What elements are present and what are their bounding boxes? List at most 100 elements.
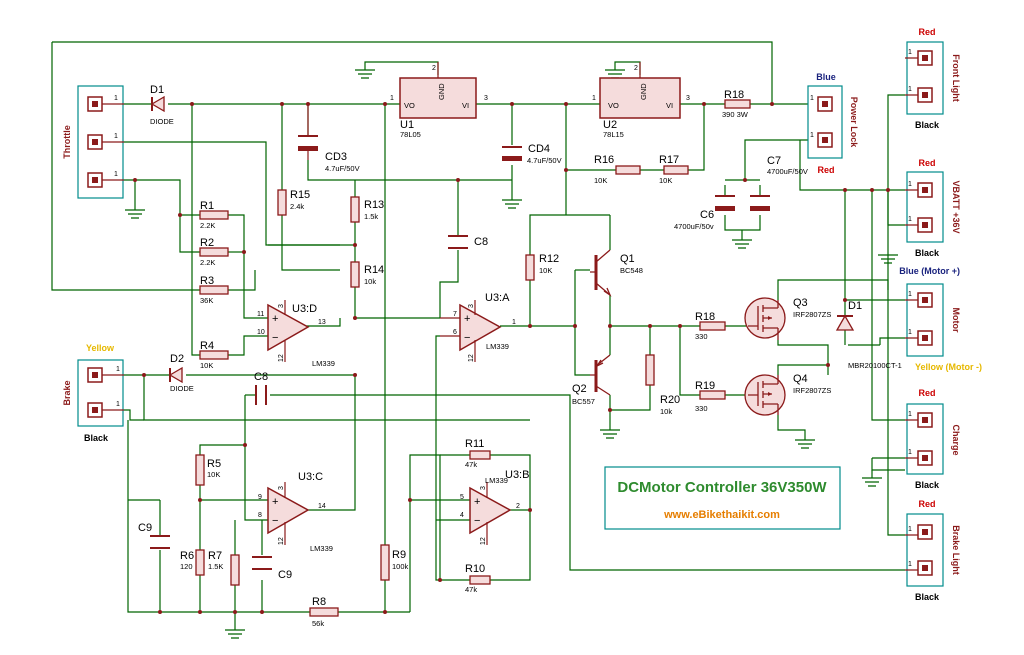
resistor-r7[interactable]	[230, 554, 240, 586]
pin-number: 1	[908, 561, 912, 568]
svg-text:4: 4	[460, 512, 464, 519]
svg-text:7: 7	[453, 311, 457, 318]
svg-text:330: 330	[695, 404, 708, 413]
opamp-u3c[interactable]: + − 9 8 14 3 12 U3:C LM339	[258, 471, 333, 553]
opamp-u3d[interactable]: + − 11 10 13 3 12 U3:D LM339	[257, 300, 335, 368]
resistor-r13[interactable]	[350, 196, 360, 223]
svg-text:GND: GND	[437, 83, 446, 100]
resistor-r6[interactable]	[195, 549, 205, 576]
capacitor-c9-left[interactable]	[150, 535, 170, 549]
svg-text:−: −	[464, 332, 470, 344]
svg-text:GND: GND	[639, 83, 648, 100]
resistor-r20[interactable]	[645, 354, 655, 386]
svg-text:120: 120	[180, 562, 193, 571]
resistor-r19[interactable]	[699, 390, 726, 400]
ground-icon	[600, 429, 620, 439]
svg-text:R15: R15	[290, 189, 310, 201]
connector-label: Brake	[62, 380, 72, 405]
svg-text:10K: 10K	[539, 266, 552, 275]
svg-text:−: −	[272, 515, 278, 527]
resistor-r11[interactable]	[469, 450, 491, 460]
diode-d1-left[interactable]: D1 DIODE	[150, 84, 174, 126]
connector-power-lock[interactable]: 1 1 Blue Red Power Lock	[807, 72, 859, 175]
svg-text:36K: 36K	[200, 296, 213, 305]
svg-text:C8: C8	[254, 371, 268, 383]
connector-vbatt[interactable]: 1 1 Red Black VBATT +36V	[905, 158, 961, 258]
diode-d2[interactable]: D2 DIODE	[168, 353, 194, 393]
wire-color-label: Black	[84, 433, 109, 443]
svg-text:2.2K: 2.2K	[200, 258, 215, 267]
capacitor-c8-bottom[interactable]	[255, 385, 267, 405]
svg-text:47k: 47k	[465, 585, 477, 594]
svg-text:Q1: Q1	[620, 253, 635, 265]
resistor-r5[interactable]	[195, 454, 205, 486]
resistor-r9[interactable]	[380, 544, 390, 581]
capacitor-c9-right[interactable]	[252, 556, 272, 570]
svg-text:11: 11	[257, 311, 264, 318]
diode-d1-right[interactable]: D1 MBR20100CT-1	[835, 300, 902, 370]
transistor-q3[interactable]: Q3 IRF2807ZS	[744, 297, 831, 340]
svg-text:12: 12	[468, 354, 475, 362]
svg-text:R6: R6	[180, 550, 194, 562]
svg-text:BC548: BC548	[620, 266, 643, 275]
resistor-r18-power[interactable]	[724, 99, 751, 109]
resistor-r12[interactable]	[525, 254, 535, 281]
connector-motor[interactable]: 1 1 Blue (Motor +) Yellow (Motor -) Moto…	[899, 266, 982, 372]
svg-text:10K: 10K	[207, 470, 220, 479]
resistor-r3[interactable]	[199, 285, 229, 295]
resistor-r2[interactable]	[199, 247, 229, 257]
resistor-r10[interactable]	[469, 575, 491, 585]
resistor-r17[interactable]	[663, 165, 689, 175]
resistor-r16[interactable]	[615, 165, 641, 175]
svg-text:VI: VI	[666, 101, 673, 110]
svg-text:56k: 56k	[312, 619, 324, 628]
svg-text:3: 3	[468, 304, 475, 308]
svg-text:R19: R19	[695, 380, 715, 392]
resistor-r14[interactable]	[350, 261, 360, 288]
pin-number: 1	[116, 366, 120, 373]
capacitor-cd3[interactable]	[298, 104, 318, 160]
transistor-q4[interactable]: Q4 IRF2807ZS	[744, 373, 831, 416]
connector-brake-light[interactable]: 1 1 Red Black Brake Light	[905, 499, 961, 602]
svg-text:DIODE: DIODE	[170, 384, 194, 393]
resistor-r4[interactable]	[199, 350, 229, 360]
connector-charge[interactable]: 1 1 Red Black Charge	[905, 388, 961, 490]
opamp-u3b[interactable]: + − 5 4 2 3 12 U3:B LM339	[460, 469, 529, 545]
connector-label: Front Light	[951, 54, 961, 101]
svg-text:2: 2	[516, 503, 520, 510]
opamp-u3a[interactable]: + − 7 6 1 3 12 U3:A LM339	[440, 292, 516, 362]
connector-throttle[interactable]: 1 1 1 Throttle	[62, 85, 124, 199]
svg-text:1: 1	[390, 95, 394, 102]
svg-text:VO: VO	[404, 101, 415, 110]
wire-color-label: Yellow (Motor -)	[915, 362, 982, 372]
wire-color-label: Red	[918, 499, 935, 509]
capacitor-c6[interactable]	[715, 195, 735, 211]
resistor-r15[interactable]	[277, 189, 287, 216]
transistor-q1[interactable]: Q1 BC548	[590, 249, 643, 297]
resistor-r18-gate[interactable]	[699, 321, 726, 331]
svg-text:R5: R5	[207, 458, 221, 470]
capacitor-c7[interactable]	[750, 195, 770, 211]
website-url: www.eBikethaikit.com	[663, 509, 780, 521]
connector-label: Motor	[951, 308, 961, 333]
regulator-u2[interactable]: VO VI GND 1 3 2 U2 78L15	[592, 62, 690, 139]
wire-color-label: Black	[915, 480, 940, 490]
capacitor-cd4[interactable]	[502, 146, 522, 161]
svg-text:D1: D1	[150, 84, 164, 96]
resistor-r8[interactable]	[309, 607, 339, 617]
connector-front-light[interactable]: 1 1 Red Black Front Light	[905, 27, 961, 130]
wire-color-label: Black	[915, 120, 940, 130]
svg-text:R10: R10	[465, 563, 485, 575]
pin-number: 1	[908, 181, 912, 188]
connector-brake[interactable]: 1 1 Yellow Black Brake	[62, 343, 124, 443]
transistor-q2[interactable]: Q2 BC557	[572, 354, 611, 406]
svg-text:+: +	[272, 496, 278, 508]
resistor-r1[interactable]	[199, 210, 229, 220]
svg-text:5: 5	[460, 494, 464, 501]
svg-text:R12: R12	[539, 253, 559, 265]
capacitor-c8-top[interactable]	[448, 235, 468, 249]
regulator-u1[interactable]: VO VI GND 1 3 2 U1 78L05	[390, 62, 488, 139]
svg-text:3: 3	[686, 95, 690, 102]
